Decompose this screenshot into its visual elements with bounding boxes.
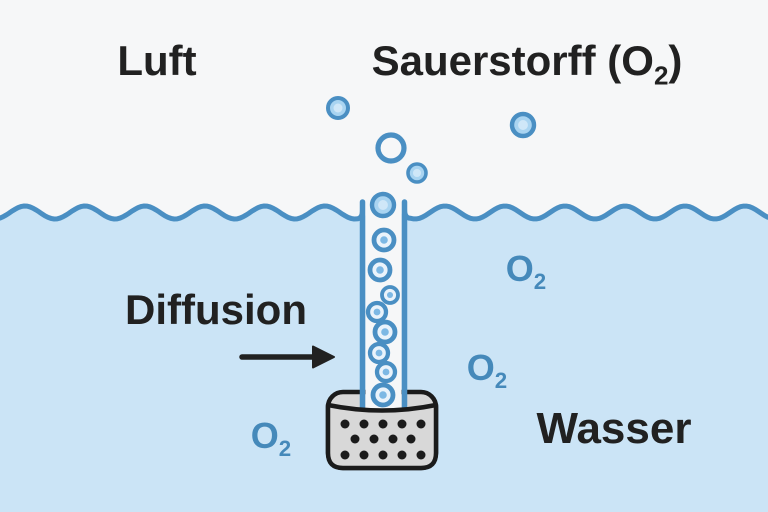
o2-molecule-subscript: 2 [494, 368, 508, 394]
diffuser-body [325, 402, 439, 471]
diffuser-pore-dot [416, 450, 426, 460]
diffuser-pore-dot [406, 434, 416, 444]
diffuser-pore-dot [388, 434, 398, 444]
tube-bubble-core [382, 368, 390, 376]
oxygen-label-text: Sauerstorff (O [371, 37, 654, 84]
water-label: Wasser [536, 404, 692, 453]
air-label: Luft [117, 37, 197, 84]
diffuser-pore-dot [397, 419, 407, 429]
o2-molecule-label: O2 [466, 347, 507, 392]
air-bubble-icon [375, 132, 407, 164]
o2-molecule-label: O2 [505, 248, 546, 293]
diffuser-pore-dot [369, 434, 379, 444]
o2-molecule-symbol: O [250, 415, 279, 456]
tube-bubble-core [375, 349, 383, 357]
o2-molecule-subscript: 2 [533, 269, 547, 295]
tube-bubble-core [381, 328, 389, 336]
diffusion-arrow-head [312, 345, 335, 369]
diffuser-pore-dot [359, 419, 369, 429]
diffuser-pore-dot [359, 450, 369, 460]
diffusion-label: Diffusion [125, 286, 307, 333]
oxygen-label-subscript: 2 [653, 60, 669, 91]
diffuser-pore-dot [350, 434, 360, 444]
o2-molecule-symbol: O [466, 347, 495, 388]
tube-bubble-core [376, 266, 384, 274]
o2-molecule-symbol: O [505, 248, 534, 289]
air-bubble-highlight [333, 103, 343, 113]
oxygen-label: Sauerstorff (O2) [371, 37, 683, 89]
water-surface-line-left [0, 203, 365, 222]
tube-bubble-core [380, 236, 388, 244]
water-surface-line-right [402, 203, 768, 222]
diffuser-pore-dot [416, 419, 426, 429]
air-bubble-highlight [518, 120, 528, 130]
tube-bubble-highlight [378, 200, 388, 210]
o2-molecule-label: O2 [250, 415, 291, 460]
diffuser-pore-dot [340, 450, 350, 460]
oxygen-label-close-paren: ) [668, 37, 683, 84]
tube-bubble-core [379, 391, 387, 399]
tube-bubble-core [386, 291, 394, 299]
o2-molecule-subscript: 2 [278, 436, 292, 462]
tube-bubble-core [373, 308, 381, 316]
diffuser-pore-dot [340, 419, 350, 429]
air-bubble-highlight [412, 168, 422, 178]
diffuser-pore-dot [397, 450, 407, 460]
diffuser-pore-dot [378, 419, 388, 429]
diffuser-pore-dot [378, 450, 388, 460]
